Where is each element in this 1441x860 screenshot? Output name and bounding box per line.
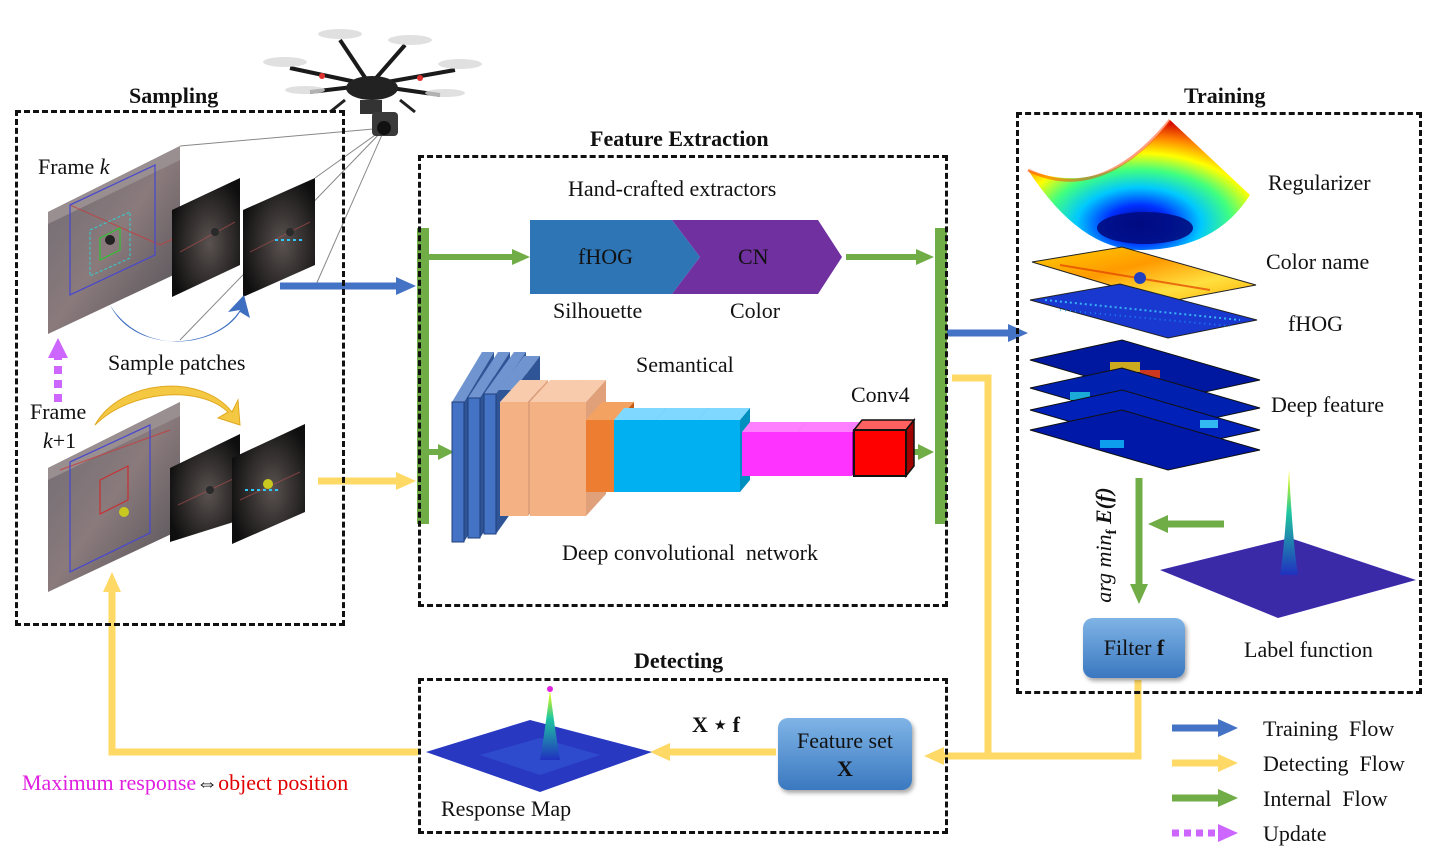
sample-patch-arrow-yellow: [94, 385, 241, 426]
training-flow-arrow-1: [280, 277, 416, 295]
conv4-label: Conv4: [851, 382, 910, 407]
fhog-box-label: fHOG: [578, 244, 633, 269]
internal-flow-arrow-label: [1148, 515, 1224, 533]
feature-extraction-box: [418, 155, 948, 607]
legend-training-arrow: [1172, 719, 1238, 737]
fhog-layer: [1029, 283, 1258, 339]
legend-internal-label: Internal Flow: [1263, 786, 1388, 811]
frame-k-text: Frame: [38, 154, 95, 179]
training-box: [1016, 112, 1422, 694]
filter-label: Filter: [1103, 635, 1157, 660]
object-position-text: object position: [218, 770, 349, 795]
max-response-label: Maximum response⇔object position: [22, 772, 348, 794]
argmin-expression: arg minf E(f): [1091, 487, 1121, 602]
frame-k-label: Frame k: [38, 156, 109, 178]
detecting-title: Detecting: [634, 648, 724, 673]
silhouette-label: Silhouette: [553, 298, 643, 323]
frame-k1-suffix: +1: [52, 428, 77, 453]
detecting-box: [418, 678, 948, 834]
legend-training-label: Training Flow: [1263, 716, 1395, 741]
cnn-block-conv4: [852, 417, 916, 479]
cn-box-label: CN: [738, 244, 769, 269]
argmin-energy: E(f): [1090, 487, 1116, 524]
legend-detecting-arrow: [1172, 754, 1238, 772]
feature-set-label: Feature set: [797, 728, 893, 753]
deep-network-label: Deep convolutional network: [562, 540, 818, 565]
frame-k1-var: k: [43, 428, 53, 453]
frame-k-patch-1: [172, 178, 240, 297]
max-response-text: Maximum response: [22, 770, 197, 795]
sample-patches-label: Sample patches: [108, 350, 246, 375]
sampling-box: [15, 110, 345, 626]
drone-illustration: [179, 29, 482, 341]
feature-set-var: X: [837, 756, 853, 781]
equivalence-symbol: ⇔: [196, 770, 219, 795]
frame-k1-patch-2: [232, 424, 305, 544]
fhog-layer-label: fHOG: [1288, 311, 1343, 336]
frame-k-patch-2: [243, 178, 315, 297]
frame-k-var: k: [99, 154, 110, 179]
feature-extraction-title: Feature Extraction: [590, 126, 769, 151]
filter-f-button[interactable]: Filter f: [1083, 618, 1185, 678]
label-function-surface: [1160, 470, 1416, 618]
cn-box: [672, 220, 842, 294]
detecting-flow-arrow-to-map: [650, 743, 776, 761]
detecting-flow-arrow-1: [318, 472, 416, 490]
training-title: Training: [1184, 83, 1266, 108]
regularizer-label: Regularizer: [1268, 170, 1371, 195]
legend-update-arrow: [1172, 824, 1238, 842]
convolution-expression: X ⋆ f: [692, 712, 740, 737]
deep-feature-layers: [1029, 339, 1261, 471]
legend-update-label: Update: [1263, 821, 1327, 846]
detecting-flow-path-main: [924, 374, 1142, 765]
color-name-label: Color name: [1266, 249, 1370, 274]
frame-k1-label-line2: k+1: [43, 430, 76, 452]
internal-flow-arrow-out-handcrafted: [846, 249, 934, 265]
legend-detecting-label: Detecting Flow: [1263, 751, 1405, 776]
response-map-surface: [426, 686, 652, 792]
semantical-label: Semantical: [636, 352, 734, 377]
color-label: Color: [730, 298, 781, 323]
argmin-text: arg min: [1090, 534, 1116, 603]
frame-k1-image: [48, 402, 180, 592]
deep-feature-label: Deep feature: [1271, 392, 1384, 417]
filter-var: f: [1156, 635, 1165, 660]
cnn-block-magenta: [742, 422, 860, 476]
fhog-box: [530, 220, 700, 294]
legend-internal-arrow: [1172, 789, 1238, 807]
internal-flow-arrow-train: [1130, 478, 1148, 604]
frame-k-image: [48, 146, 180, 334]
response-map-label: Response Map: [441, 796, 572, 821]
detecting-flow-arrow-back: [103, 572, 418, 756]
sampling-title: Sampling: [129, 83, 219, 108]
cnn-layers: [451, 352, 916, 543]
argmin-sub: f: [1104, 529, 1121, 535]
internal-flow-arrow-deep: [429, 444, 454, 460]
feature-output-bar: [935, 228, 947, 524]
update-arrow: [48, 338, 68, 402]
regularizer-surface: [1027, 119, 1250, 250]
frame-k1-patch-1: [170, 434, 240, 542]
label-function-label: Label function: [1244, 637, 1373, 662]
internal-flow-arrow-handcrafted: [429, 249, 530, 265]
frame-k1-label-line1: Frame: [30, 399, 87, 424]
feature-set-button[interactable]: Feature set X: [778, 718, 912, 790]
handcrafted-label: Hand-crafted extractors: [568, 176, 777, 201]
